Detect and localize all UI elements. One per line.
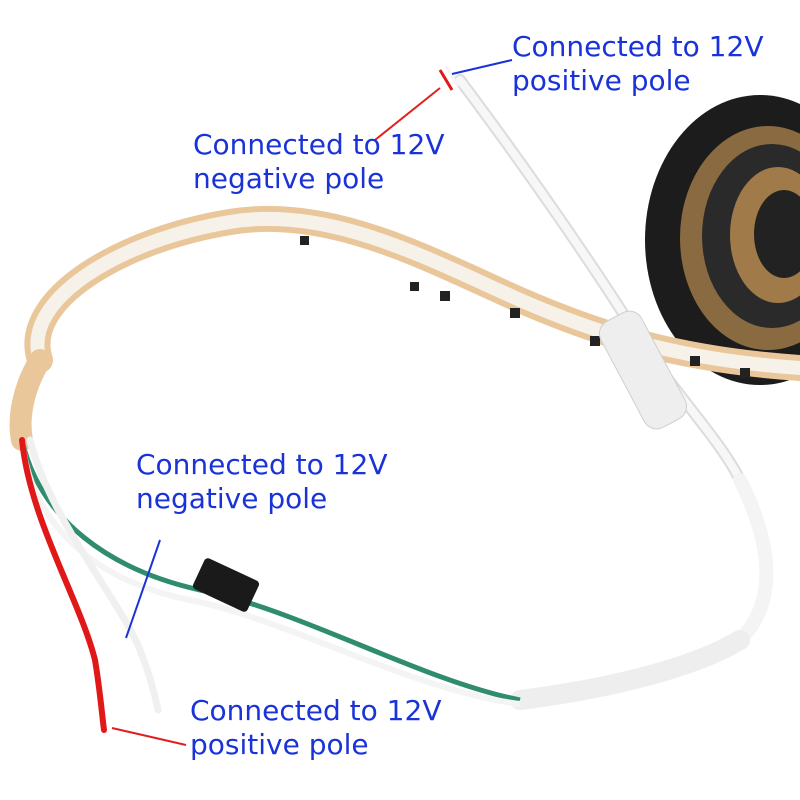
label-top-left-negative-pole: Connected to 12V negative pole bbox=[193, 128, 444, 196]
led-strip-reel bbox=[645, 95, 800, 385]
pointer-top-right bbox=[451, 59, 513, 75]
label-line: negative pole bbox=[136, 482, 328, 515]
label-line: positive pole bbox=[190, 728, 369, 761]
pointer-bottom bbox=[111, 727, 187, 746]
label-line: positive pole bbox=[512, 64, 691, 97]
pointer-top-left bbox=[374, 87, 441, 141]
label-bottom-positive-pole: Connected to 12V positive pole bbox=[190, 694, 441, 762]
input-cable bbox=[438, 65, 774, 710]
pointer-mid-left bbox=[125, 539, 161, 639]
label-line: Connected to 12V bbox=[512, 30, 764, 63]
label-mid-left-negative-pole: Connected to 12V negative pole bbox=[136, 448, 387, 516]
label-line: Connected to 12V bbox=[136, 448, 388, 481]
output-wires bbox=[19, 436, 521, 733]
label-line: Connected to 12V bbox=[193, 128, 445, 161]
label-line: Connected to 12V bbox=[190, 694, 442, 727]
label-line: negative pole bbox=[193, 162, 385, 195]
label-top-right-positive-pole: Connected to 12V positive pole bbox=[512, 30, 763, 98]
jst-connector bbox=[192, 558, 260, 612]
